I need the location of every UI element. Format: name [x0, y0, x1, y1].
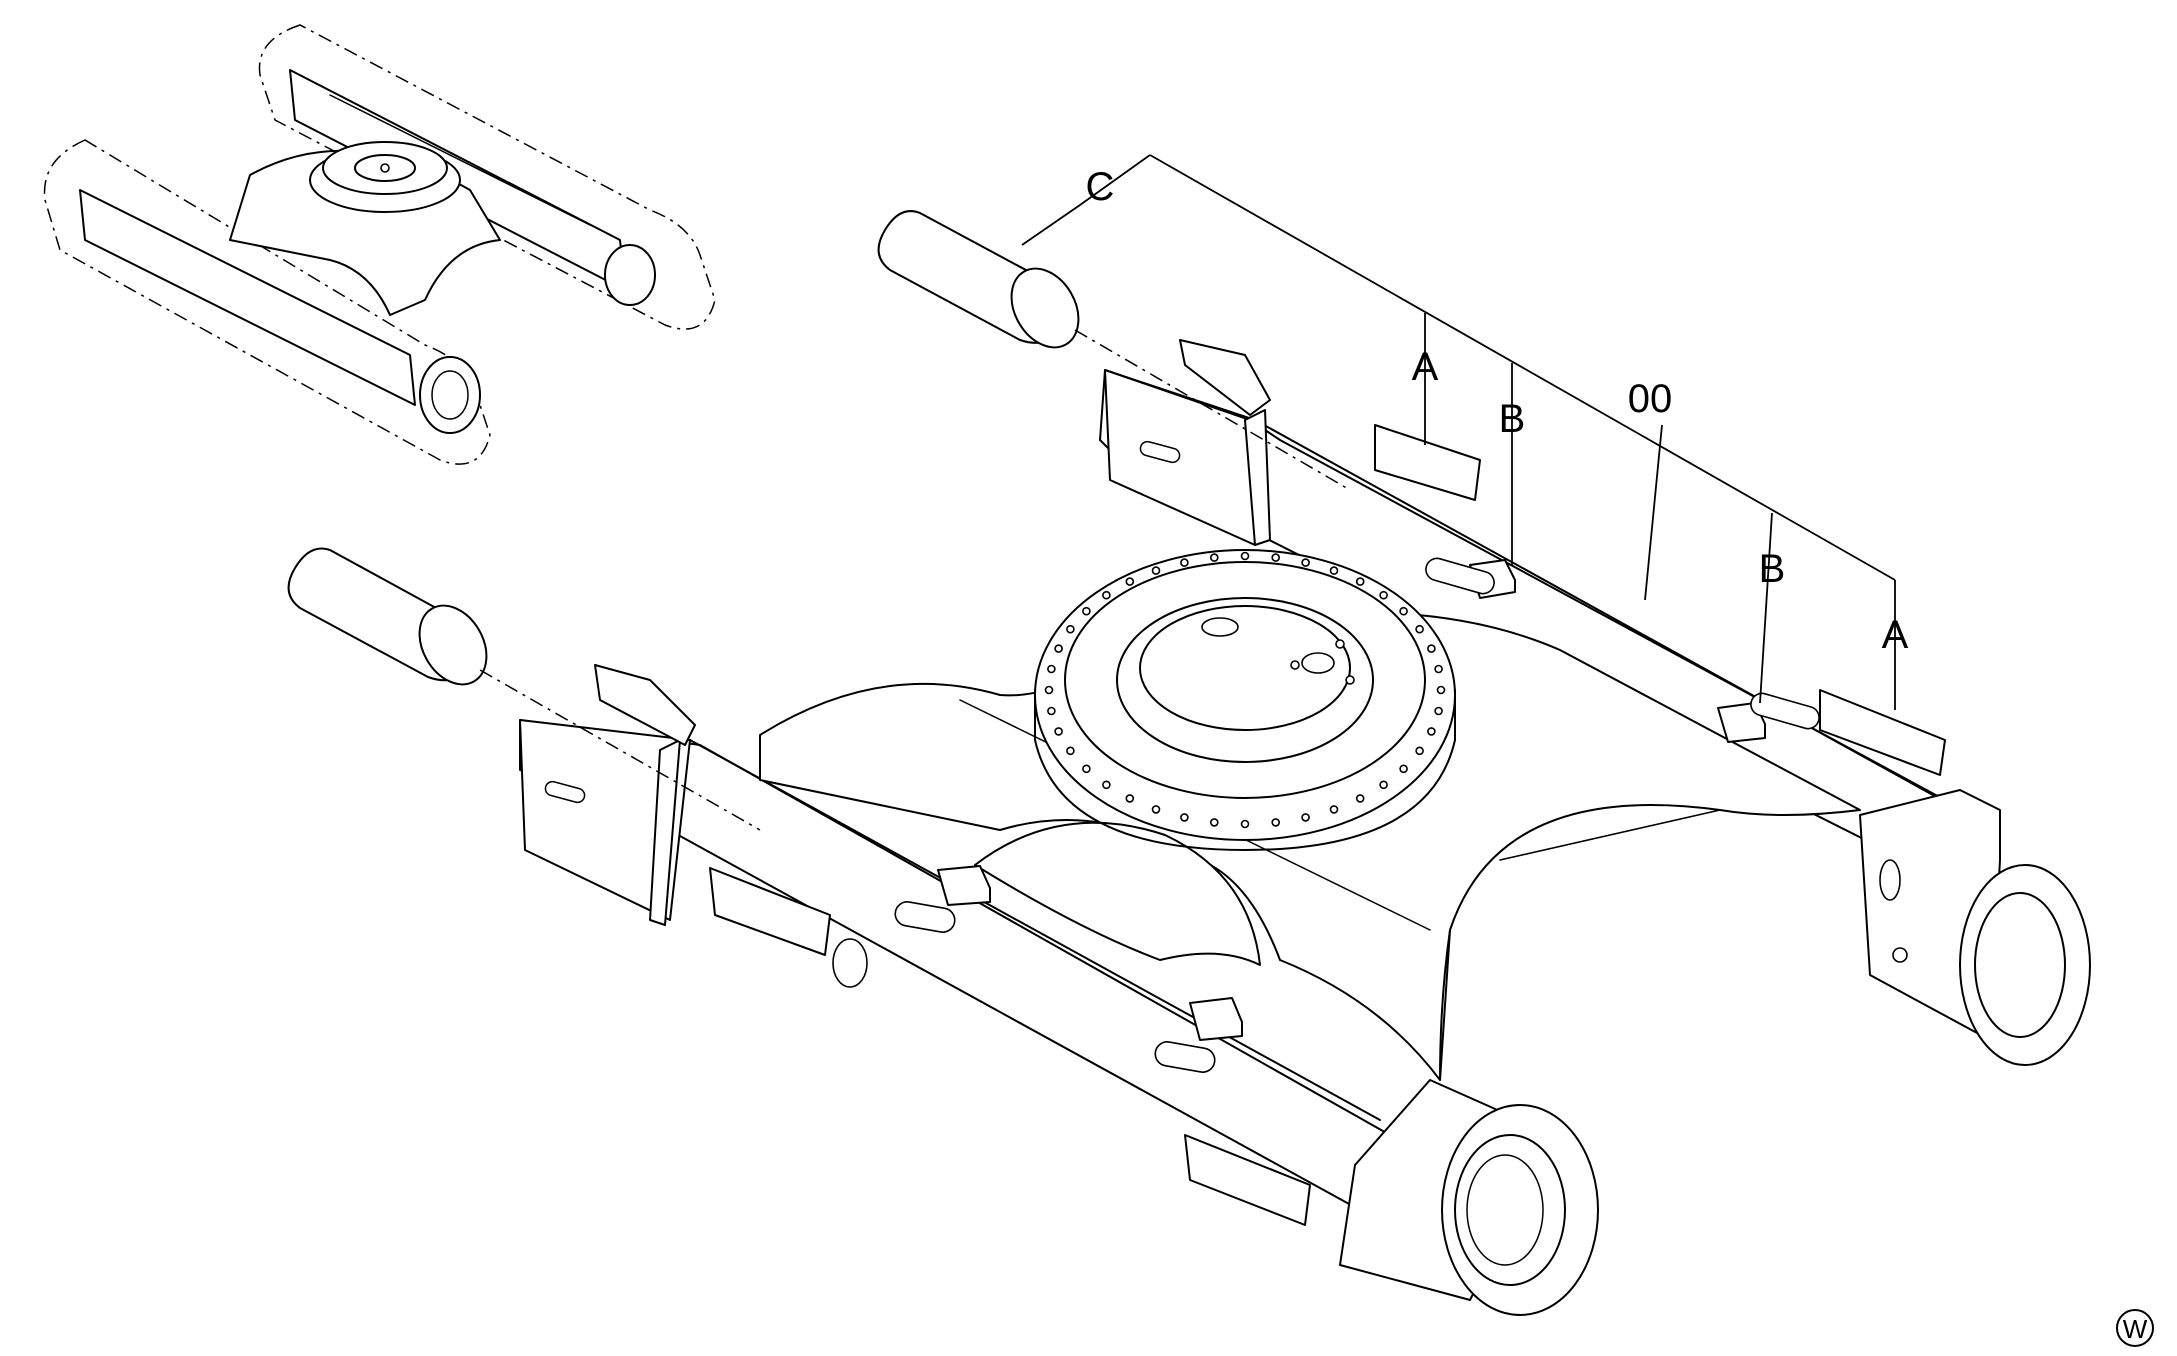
bolt-hole	[1054, 727, 1063, 736]
bolt-hole	[1301, 558, 1310, 567]
bolt-hole	[1180, 558, 1189, 567]
overview-inset	[43, 24, 716, 465]
callout-a-right: A	[1882, 613, 1909, 657]
bolt-hole	[1379, 780, 1388, 790]
bolt-hole	[1151, 566, 1161, 575]
bolt-hole	[1415, 746, 1424, 756]
track-frame	[519, 339, 2091, 1316]
bolt-circle	[1044, 551, 1446, 829]
bolt-hole	[1240, 551, 1250, 561]
bolt-hole	[1102, 780, 1111, 790]
bolt-hole	[1271, 818, 1280, 827]
bolt-hole	[1082, 764, 1091, 774]
bolt-hole	[1102, 590, 1111, 600]
bolt-hole	[1329, 805, 1339, 814]
bolt-hole	[1329, 566, 1339, 575]
pin-lower	[287, 547, 488, 686]
bolt-hole	[1434, 706, 1443, 716]
bolt-hole	[1355, 577, 1365, 586]
callout-a-left: A	[1412, 345, 1439, 389]
bolt-hole	[1301, 813, 1310, 822]
bolt-hole	[1125, 794, 1135, 803]
bolt-hole	[1066, 624, 1075, 634]
callout-b-left: B	[1499, 397, 1526, 441]
corner-mark-letter: W	[2123, 1314, 2148, 1344]
bolt-hole	[1047, 664, 1056, 674]
bolt-hole	[1054, 644, 1063, 653]
bolt-hole	[1044, 685, 1054, 695]
bolt-hole	[1399, 606, 1408, 616]
callout-assembly: 00	[1628, 377, 1673, 421]
bolt-hole	[1271, 553, 1280, 562]
bolt-hole	[1047, 706, 1056, 716]
bolt-hole	[1415, 624, 1424, 634]
corner-mark: W	[2116, 1309, 2154, 1347]
bolt-hole	[1210, 553, 1219, 562]
bolt-hole	[1066, 746, 1075, 756]
bolt-hole	[1434, 664, 1443, 674]
bolt-hole	[1399, 764, 1408, 774]
pin-upper	[877, 210, 1080, 349]
bolt-hole	[1082, 606, 1091, 616]
bolt-hole	[1151, 805, 1161, 814]
bolt-hole	[1436, 685, 1446, 695]
bolt-hole	[1355, 794, 1365, 803]
bolt-hole	[1210, 818, 1219, 827]
bolt-hole	[1379, 590, 1388, 600]
bolt-hole	[1427, 727, 1436, 736]
bolt-hole	[1240, 819, 1250, 829]
bolt-hole	[1427, 644, 1436, 653]
callout-b-right: B	[1759, 547, 1786, 591]
bolt-hole	[1180, 813, 1189, 822]
callout-leaders	[1021, 154, 1896, 710]
callout-c: C	[1086, 165, 1115, 209]
bolt-hole	[1125, 577, 1135, 586]
